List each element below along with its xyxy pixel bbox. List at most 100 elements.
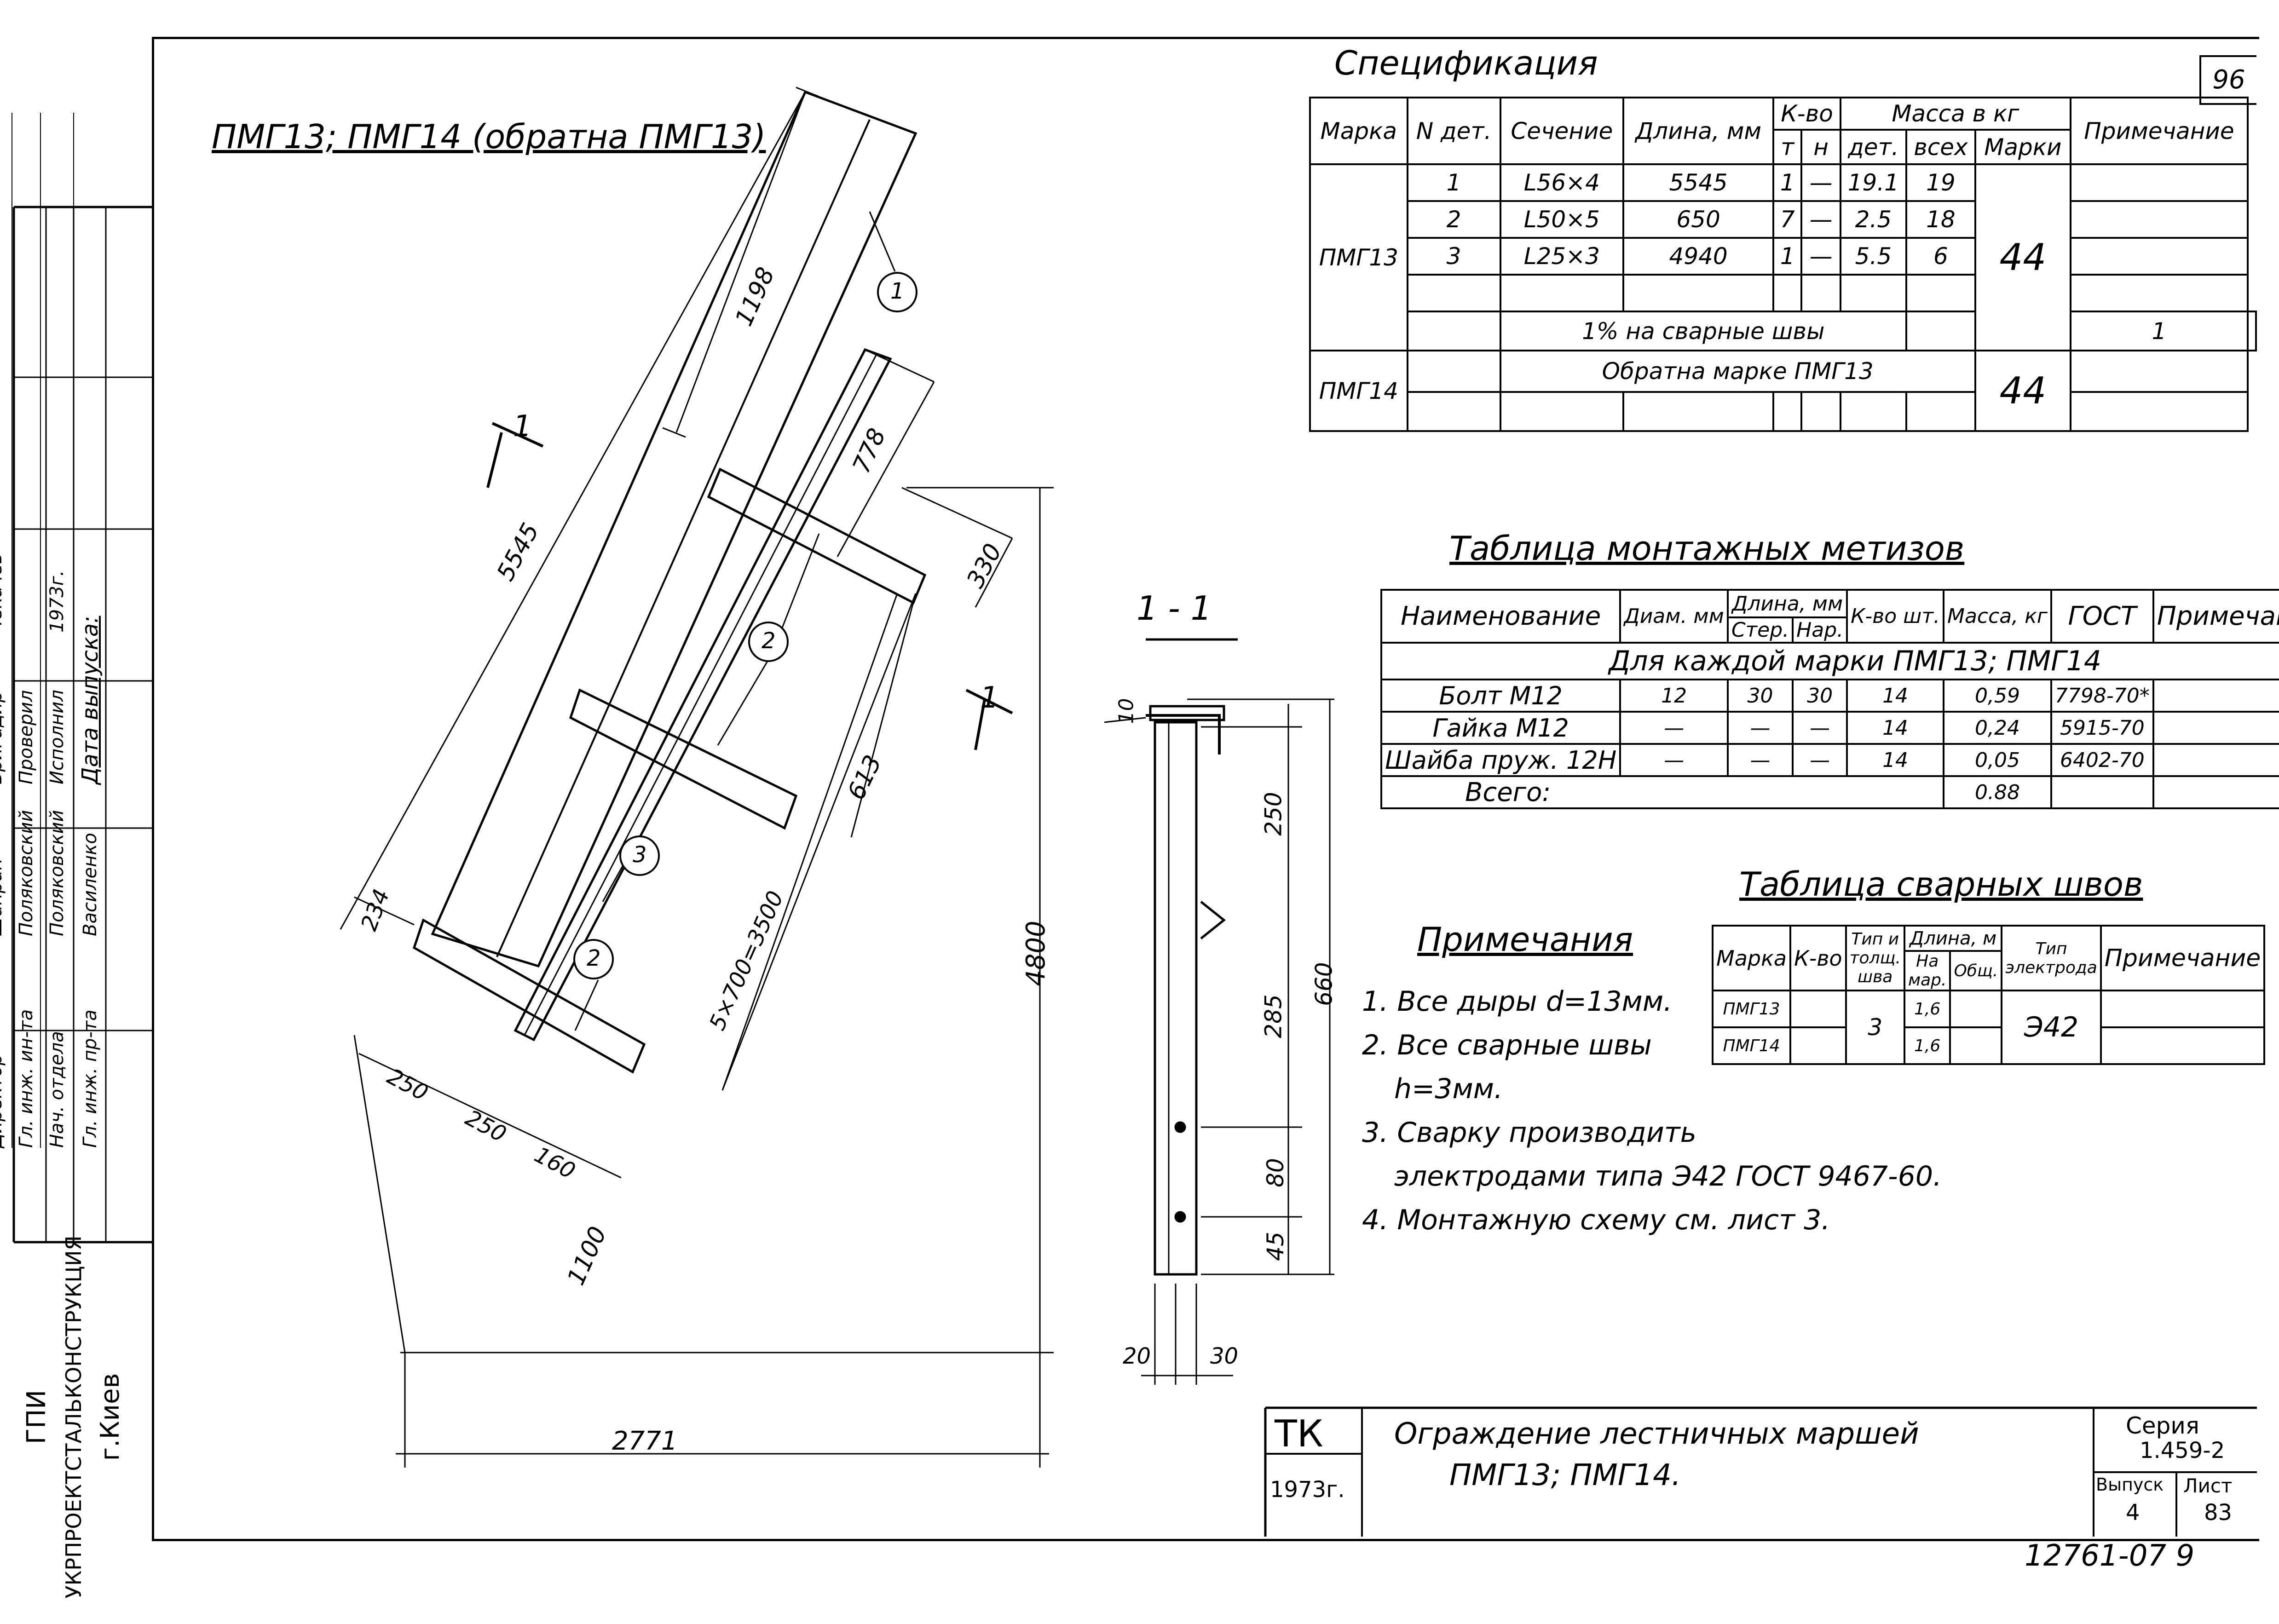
callout-label-2a: 2 [762,628,776,654]
w-r2-marka: ПМГ14 [1711,1026,1792,1065]
stamp-r1-name: Шапран [0,858,6,937]
stamp-r1-role: Директор [0,1054,6,1148]
mark2-mass: 44 [1974,350,2071,432]
list-value: 83 [2204,1500,2233,1526]
stamp-r6-role: Исполнил [46,690,68,784]
dim-s20: 20 [1123,1343,1151,1369]
f-h-prim: Примечание [2152,589,2279,644]
dim-2771: 2771 [612,1426,678,1456]
f-total-label: Всего: [1380,775,1944,809]
h-ndet: N дет. [1406,97,1501,165]
note-3b: электродами типа Э42 ГОСТ 9467-60. [1394,1160,1942,1192]
stamp-r2-name: Поляковский [16,810,37,936]
w-r2-len: 1,6 [1903,1026,1951,1065]
f-h-ster: Стер. [1726,616,1794,644]
weld-note: 1% на сварные швы [1499,311,1907,351]
note-1: 1. Все дыры d=13мм. [1362,985,1673,1018]
dim-4800: 4800 [1021,921,1051,986]
w-h-tip: Тип и толщ. шва [1845,925,1905,991]
drawing-title: ПМГ13; ПМГ14 (обратна ПМГ13) [212,117,766,156]
dim-s45: 45 [1262,1232,1289,1261]
row3-all: 6 [1905,237,1976,276]
stamp-date-label: Дата выпуска: [77,616,103,785]
fasteners-table: Наименование Диам. мм Длина, мм К-во шт.… [1380,589,2279,809]
note-3: 3. Сварку производить [1362,1117,1697,1149]
callout-2a [748,622,789,662]
row2-all: 18 [1905,200,1976,239]
welds-table: Марка К-во Тип и толщ. шва Длина, м Тип … [1711,925,2266,1065]
post-top [707,467,927,605]
series-value: 1.459-2 [2140,1438,2225,1463]
w-electrode: Э42 [2001,990,2102,1065]
dim-s80: 80 [1262,1158,1289,1187]
f-h-nar: Нар. [1792,616,1848,644]
callout-3 [619,835,660,876]
notes-list: 1. Все дыры d=13мм. 2. Все сварные швы h… [1362,980,2167,1242]
archive-number: 12761-07 9 [2025,1539,2195,1573]
side-stamp: Директор Шапран Бригадир Чекачев Гл. инж… [0,113,117,1148]
stamp-r4-name: Василенко [80,833,101,936]
f-for-each: Для каждой марки ПМГ13; ПМГ14 [1380,642,2279,680]
h-massa: Масса в кг [1839,97,2071,131]
f-r2-n: — [1792,711,1848,745]
f-r2-g: 5915-70 [2050,711,2154,745]
h-kvo: К-во [1772,97,1841,131]
callout-1 [877,272,917,312]
row1-det: 19.1 [1839,163,1907,202]
stamp-r3-role: Нач. отдела [46,1031,68,1148]
post-mid [569,688,798,830]
callout-label-2b: 2 [587,945,601,971]
stamp-r4-role: Гл. инж. пр-та [80,1009,101,1148]
row3-t: 1 [1772,237,1803,276]
row3-len: 4940 [1622,237,1775,276]
h-prim: Примечание [2069,97,2249,165]
tk-year: 1973г. [1270,1477,1345,1503]
w-h-kvo: К-во [1789,925,1847,991]
f-r1-m: 0,59 [1942,679,2052,713]
cut-mark-left: 1 [513,409,532,443]
row1-t: 1 [1772,163,1803,202]
h-dlina: Длина, мм [1622,97,1775,165]
h-n: н [1800,129,1841,165]
spec-title: Спецификация [1334,44,1598,82]
f-r3-n: — [1792,743,1848,777]
row2-n: 2 [1406,200,1501,239]
f-r1-d: 12 [1619,679,1729,713]
row1-n: 1 [1406,163,1501,202]
dim-s10: 10 [1114,698,1138,724]
f-r2-q: 14 [1846,711,1944,745]
drawing-sheet [152,37,2259,1541]
mark1-mass: 44 [1974,163,2071,351]
org-stamp: ГПИ УКРПРОЕКТСТАЛЬКОНСТРУКЦИЯ г.Киев [18,1210,138,1624]
row1-sec: L56×4 [1499,163,1625,202]
row3-sec: L25×3 [1499,237,1625,276]
f-h-dlina: Длина, мм [1726,589,1848,618]
drawing-geometry [12,86,2257,1537]
row3-h: — [1800,237,1841,276]
w-h-dlina: Длина, м [1903,925,2003,952]
dim-s30: 30 [1210,1343,1239,1369]
callout-2b [573,939,614,979]
h-marki: Марки [1974,129,2071,165]
tk-label: ТК [1275,1412,1323,1455]
vypusk-value: 4 [2126,1500,2140,1526]
stamp-r7: Чекачев [0,553,6,633]
section-angle [1154,721,1198,1276]
h-marka: Марка [1309,97,1408,165]
row2-sec: L50×5 [1499,200,1625,239]
note-4: 4. Монтажную схему см. лист 3. [1362,1204,1830,1236]
weld-mass: 1 [2069,311,2249,351]
f-r3-s: — [1726,743,1794,777]
org-city: г.Киев [95,1373,125,1461]
note-2b: h=3мм. [1394,1073,1503,1105]
stamp-year: 1973г. [46,570,68,633]
w-seam: 3 [1845,990,1905,1065]
h-det: дет. [1839,129,1907,165]
f-r3-g: 6402-70 [2050,743,2154,777]
callout-label-1: 1 [890,278,905,304]
f-r3-m: 0,05 [1942,743,2052,777]
f-h-gost: ГОСТ [2050,589,2154,644]
dim-s660: 660 [1310,962,1338,1006]
f-r2-m: 0,24 [1942,711,2052,745]
w-h-obsh: Общ. [1949,950,2003,991]
